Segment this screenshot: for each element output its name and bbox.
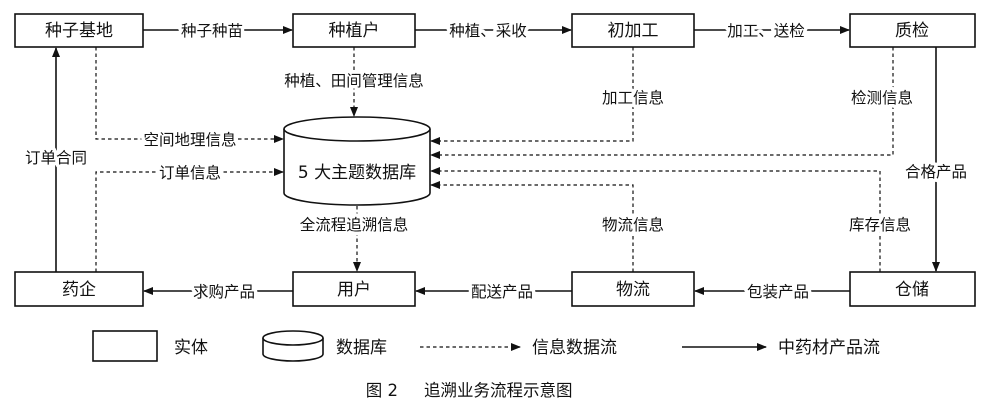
info-flow-inspection-label: 检测信息 — [851, 89, 913, 107]
product-flow-packaged-label: 包装产品 — [747, 283, 809, 301]
entity-storage: 仓储 — [849, 271, 976, 307]
legend-product-flow: 中药材产品流 — [682, 338, 880, 358]
entity-user: 用户 — [292, 271, 416, 307]
info-flow-planting-label: 种植、田间管理信息 — [284, 72, 424, 90]
legend-database-label: 数据库 — [336, 338, 387, 358]
legend-product-flow-label: 中药材产品流 — [778, 338, 880, 358]
product-flow-process-inspect: 加工、送检 — [694, 19, 850, 44]
entity-storage-label: 仓储 — [895, 280, 929, 300]
entity-pharma: 药企 — [14, 271, 144, 307]
product-flow-packaged: 包装产品 — [694, 280, 850, 305]
info-flow-processing: 加工信息 — [430, 47, 668, 145]
info-flow-inventory-label: 库存信息 — [849, 216, 911, 234]
legend-info-flow: 信息数据流 — [420, 338, 617, 358]
info-flow-planting: 种植、田间管理信息 — [281, 47, 427, 117]
caption-title: 追溯业务流程示意图 — [424, 381, 573, 400]
entity-seed-base: 种子基地 — [14, 13, 144, 48]
product-flow-purchased-label: 求购产品 — [193, 283, 255, 301]
entity-processing-label: 初加工 — [608, 21, 659, 41]
entity-pharma-label: 药企 — [62, 280, 96, 300]
info-flow-logistics: 物流信息 — [430, 181, 668, 272]
product-flow-delivered-label: 配送产品 — [471, 283, 533, 301]
product-flow-qualified: 合格产品 — [901, 47, 971, 272]
legend-info-flow-label: 信息数据流 — [532, 338, 617, 358]
legend-entity-swatch — [92, 330, 158, 362]
figure-caption: 图 2 追溯业务流程示意图 — [366, 381, 573, 400]
product-flow-seedlings: 种子种苗 — [143, 19, 293, 44]
info-flow-inventory: 库存信息 — [430, 167, 915, 272]
entity-quality-check-label: 质检 — [895, 21, 929, 41]
product-flow-plant-harvest: 种植、采收 — [415, 19, 572, 44]
product-flow-seedlings-label: 种子种苗 — [181, 22, 243, 40]
legend-entity: 实体 — [92, 330, 208, 362]
info-flow-order-label: 订单信息 — [159, 164, 221, 182]
product-flow-plant-harvest-label: 种植、采收 — [449, 22, 527, 40]
entity-processing: 初加工 — [571, 13, 695, 48]
product-flow-delivered: 配送产品 — [415, 280, 572, 305]
entity-quality-check: 质检 — [849, 13, 976, 48]
product-flow-process-inspect-label: 加工、送检 — [727, 22, 805, 40]
product-flow-purchased: 求购产品 — [143, 280, 293, 305]
info-flow-spatial-geo: 空间地理信息 — [95, 47, 284, 153]
product-flow-qualified-label: 合格产品 — [905, 163, 967, 181]
info-flow-processing-label: 加工信息 — [602, 89, 664, 107]
info-flow-logistics-label: 物流信息 — [602, 216, 664, 234]
product-flow-order-contract: 订单合同 — [21, 47, 91, 272]
info-flow-order: 订单信息 — [95, 161, 284, 272]
entity-grower: 种植户 — [292, 13, 416, 48]
info-flow-inspection: 检测信息 — [430, 47, 917, 159]
entity-grower-label: 种植户 — [329, 21, 380, 41]
entity-user-label: 用户 — [337, 280, 371, 300]
legend-entity-label: 实体 — [174, 338, 208, 358]
database-cylinder: 5 大主题数据库 — [283, 116, 431, 206]
entity-logistics-label: 物流 — [616, 280, 650, 300]
caption-number: 图 2 — [366, 381, 398, 400]
database-label: 5 大主题数据库 — [298, 163, 416, 183]
legend-database: 数据库 — [262, 330, 387, 362]
info-flow-full-trace-label: 全流程追溯信息 — [300, 216, 409, 234]
entity-logistics: 物流 — [571, 271, 695, 307]
product-flow-order-contract-label: 订单合同 — [25, 149, 87, 167]
legend: 实体 数据库 信息数据流 中药材产品流 — [92, 330, 880, 362]
entity-seed-base-label: 种子基地 — [45, 21, 113, 41]
info-flow-full-trace: 全流程追溯信息 — [296, 206, 412, 272]
legend-database-swatch — [262, 330, 324, 362]
info-flow-spatial-geo-label: 空间地理信息 — [143, 131, 236, 149]
